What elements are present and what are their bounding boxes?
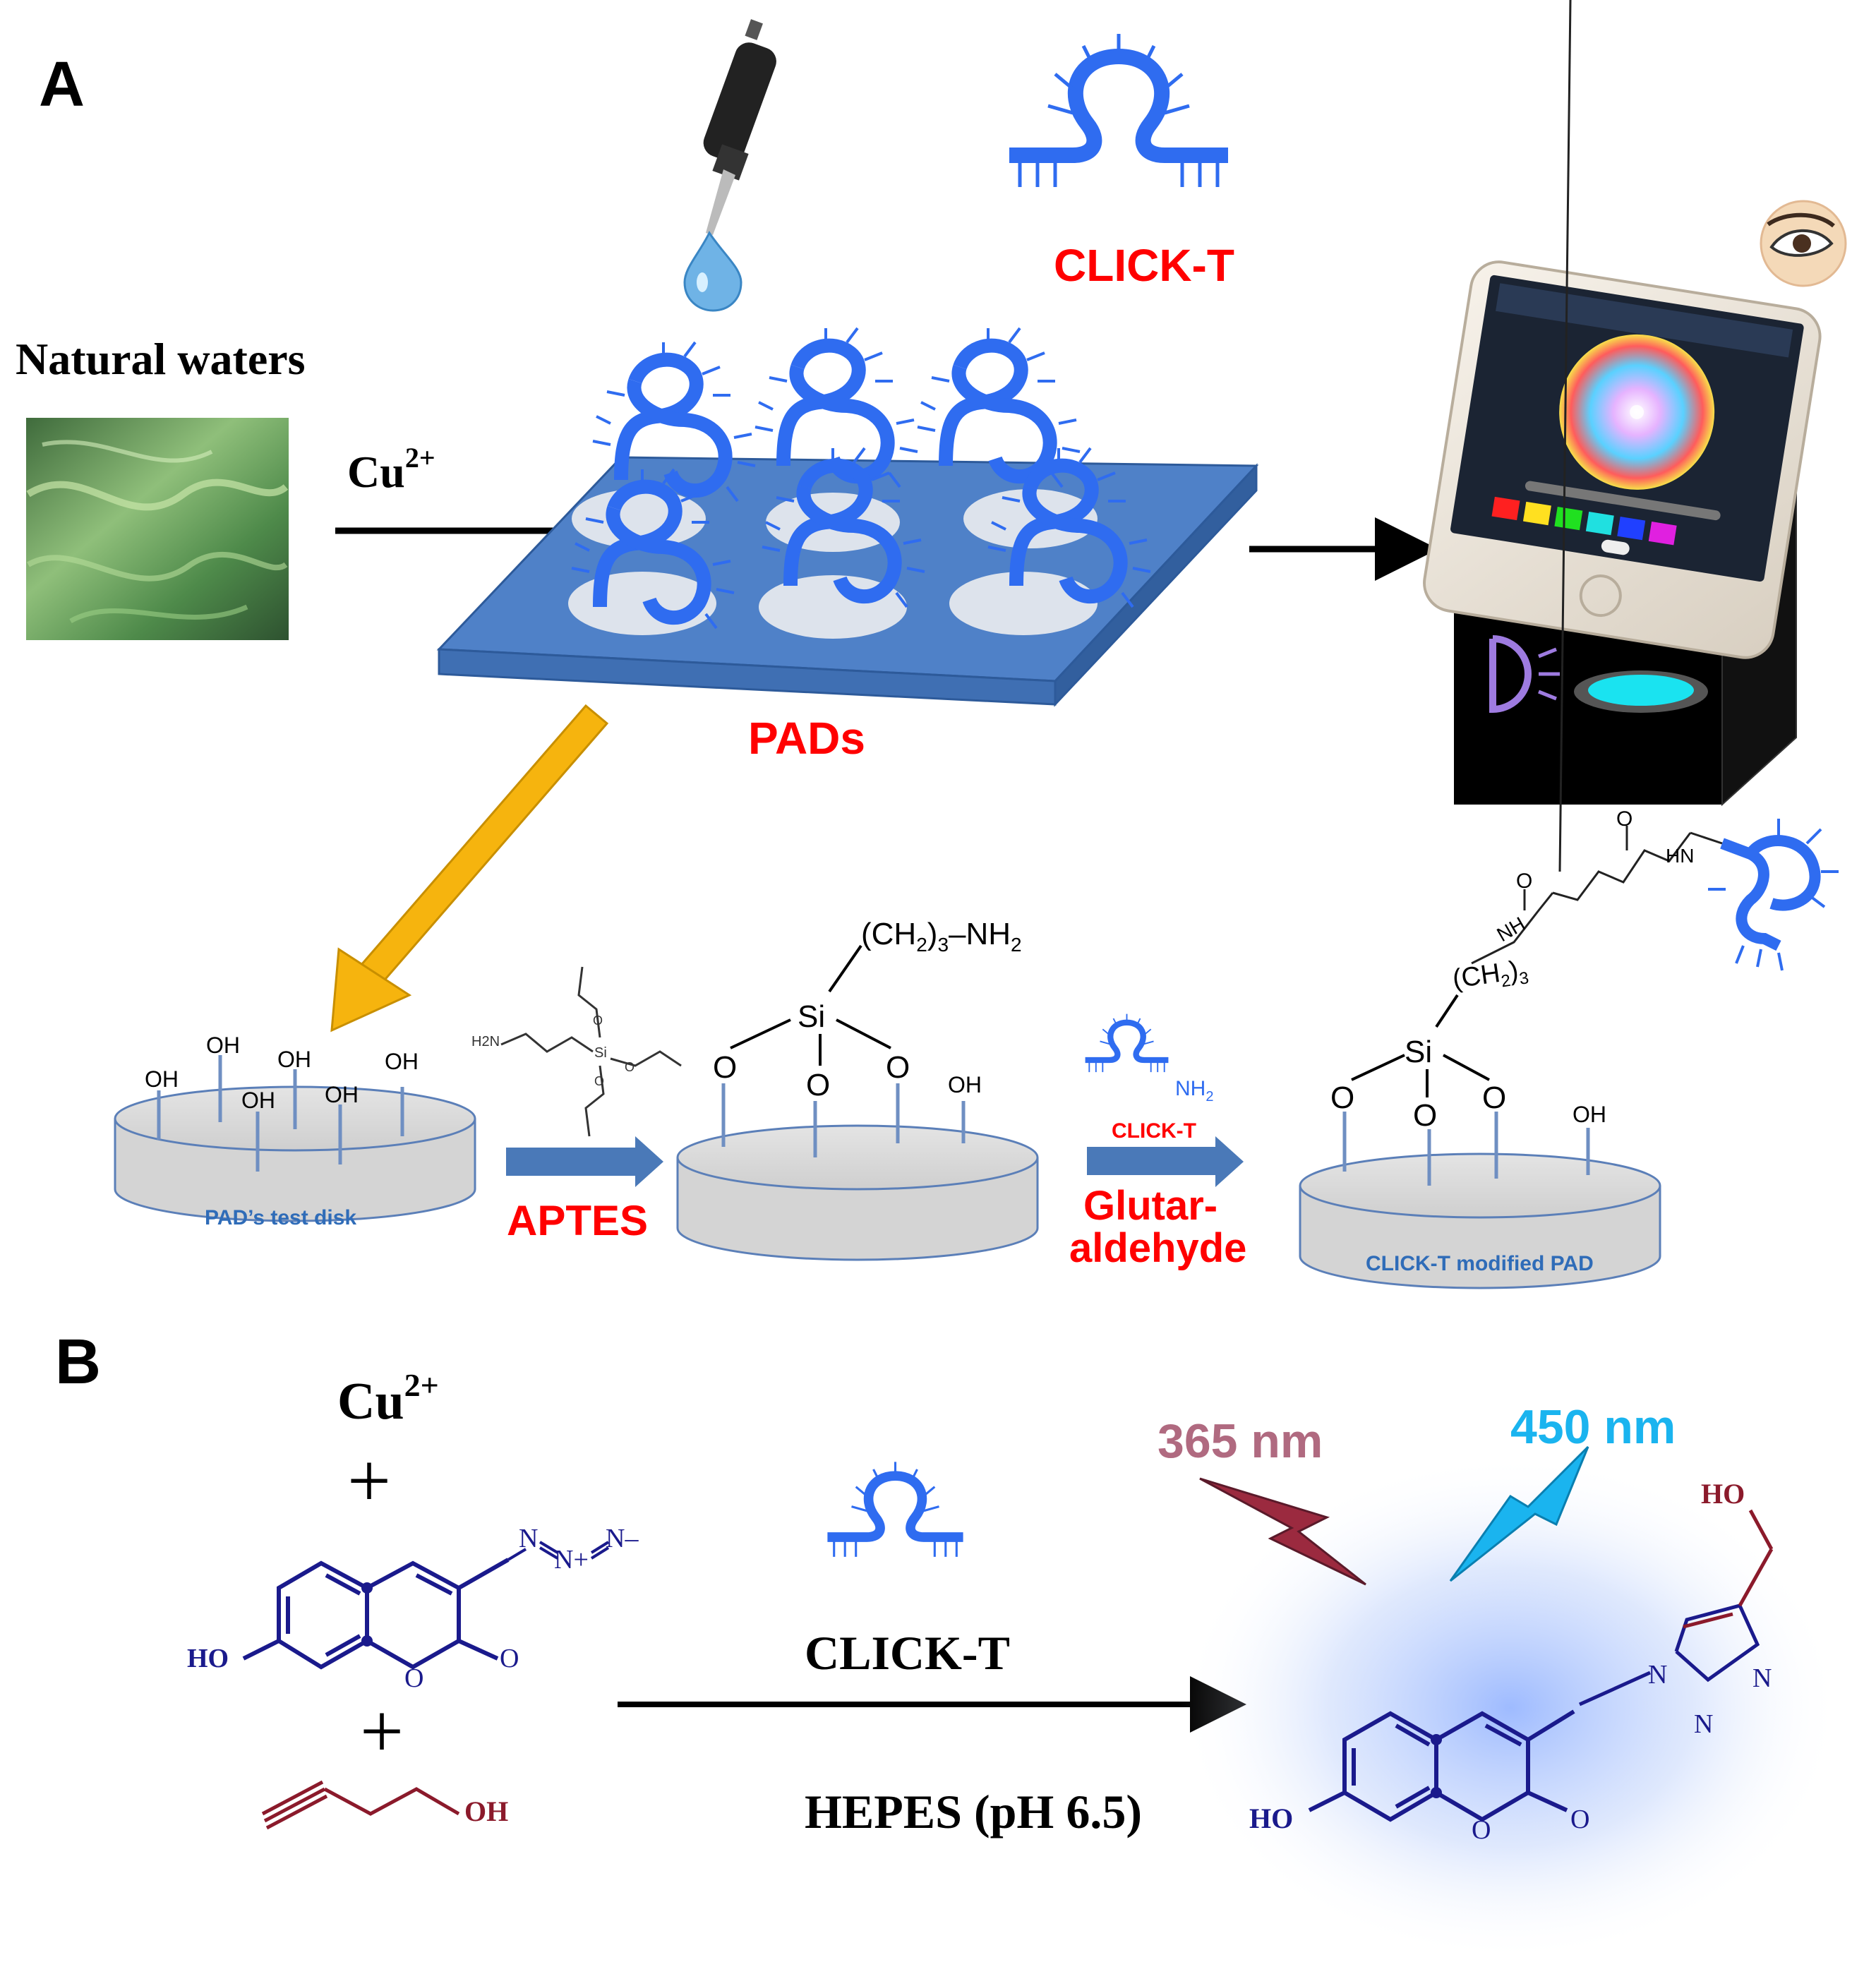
- svg-text:O: O: [1570, 1805, 1589, 1834]
- cu-ion-label: Cu2+: [347, 442, 435, 497]
- svg-text:O: O: [1616, 807, 1633, 831]
- svg-text:O: O: [886, 1050, 910, 1085]
- svg-text:O: O: [1472, 1815, 1491, 1845]
- cu-ion-b-label: Cu2+: [337, 1367, 439, 1431]
- svg-text:O: O: [594, 1074, 604, 1088]
- svg-text:O: O: [1482, 1081, 1506, 1115]
- lamp-icon: [1489, 635, 1560, 714]
- click-t-b-label: CLICK-T: [805, 1626, 1010, 1680]
- panel-b-label: B: [55, 1327, 101, 1397]
- glutaraldehyde-label: Glutar-: [1083, 1183, 1217, 1229]
- click-t-top-label: CLICK-T: [1054, 240, 1234, 291]
- pads-label: PADs: [748, 713, 865, 764]
- svg-text:Si: Si: [798, 999, 825, 1034]
- azidocoumarin-molecule: [242, 1548, 527, 1670]
- svg-text:O: O: [1413, 1098, 1437, 1133]
- eye-icon: [1760, 200, 1847, 287]
- excitation-label: 365 nm: [1158, 1414, 1323, 1468]
- click-t-b-omega-icon: [827, 1462, 963, 1557]
- svg-text:OH: OH: [385, 1049, 419, 1074]
- svg-text:O: O: [500, 1644, 519, 1673]
- svg-text:H2N: H2N: [471, 1034, 500, 1049]
- disk-aptes-modified: O Si O O OH (CH2)3–NH2: [676, 917, 1039, 1261]
- glutaraldehyde-arrow: [1087, 1136, 1244, 1187]
- svg-text:O: O: [404, 1663, 423, 1693]
- svg-text:O: O: [806, 1068, 830, 1102]
- svg-text:Si: Si: [1405, 1035, 1432, 1069]
- svg-text:OH: OH: [241, 1088, 275, 1113]
- panel-a-label: A: [39, 49, 85, 120]
- svg-text:N: N: [519, 1524, 538, 1553]
- svg-text:N: N: [1694, 1709, 1713, 1739]
- svg-text:O: O: [593, 1013, 603, 1028]
- linked-omega-icon: [1708, 819, 1839, 971]
- small-omega-icon: [1086, 1014, 1169, 1072]
- svg-text:(CH2)3–NH2: (CH2)3–NH2: [861, 917, 1022, 956]
- water-photo: [26, 418, 289, 640]
- disk-pad-test: OH OH OH OH OH OH PAD’s test disk: [114, 1033, 476, 1229]
- glutaraldehyde-label-2: aldehyde: [1069, 1225, 1246, 1271]
- svg-text:N+: N+: [554, 1545, 589, 1575]
- excitation-bolt-icon: [1199, 1477, 1366, 1586]
- svg-text:HO: HO: [1701, 1478, 1745, 1510]
- emission-label: 450 nm: [1510, 1400, 1676, 1454]
- svg-text:HO: HO: [187, 1644, 229, 1673]
- click-t-small-label: CLICK-T: [1112, 1119, 1196, 1143]
- gold-arrow: [330, 704, 609, 1033]
- pipette-icon: [703, 19, 776, 235]
- svg-text:OH: OH: [1573, 1102, 1606, 1127]
- svg-text:OH: OH: [277, 1047, 311, 1072]
- svg-text:NH2: NH2: [1175, 1077, 1213, 1105]
- svg-text:OH: OH: [325, 1082, 359, 1107]
- svg-text:HO: HO: [1249, 1802, 1293, 1834]
- svg-text:Si: Si: [594, 1045, 607, 1061]
- droplet-icon: [683, 231, 742, 312]
- svg-text:NH: NH: [1493, 913, 1529, 946]
- svg-text:HN: HN: [1666, 845, 1694, 867]
- plus-sign-2: +: [360, 1688, 404, 1774]
- svg-text:O: O: [1516, 869, 1532, 893]
- butynol-molecule: [261, 1780, 460, 1830]
- click-t-omega-icon: [1009, 34, 1228, 187]
- svg-text:N: N: [1752, 1663, 1772, 1693]
- svg-text:N: N: [1648, 1660, 1667, 1690]
- svg-text:O: O: [713, 1050, 737, 1085]
- svg-text:N–: N–: [606, 1524, 639, 1553]
- fluorescence-glow: [1179, 1454, 1842, 1962]
- svg-text:OH: OH: [206, 1033, 240, 1058]
- svg-text:(CH2)3: (CH2)3: [1450, 954, 1529, 997]
- aptes-label: APTES: [507, 1197, 648, 1244]
- svg-text:O: O: [1330, 1081, 1354, 1115]
- disk3-label: CLICK-T modified PAD: [1366, 1252, 1594, 1275]
- aptes-molecule: [500, 966, 682, 1137]
- natural-waters-label: Natural waters: [16, 334, 306, 384]
- emission-bolt-icon: [1449, 1445, 1589, 1582]
- plus-sign-1: +: [347, 1438, 391, 1524]
- svg-text:OH: OH: [948, 1072, 982, 1097]
- disk-click-t-modified: O Si O O OH (CH2)3 CLICK-T modified PAD …: [1299, 0, 1723, 1289]
- smartphone-icon: [1423, 260, 1822, 659]
- svg-text:OH: OH: [464, 1795, 508, 1827]
- hepes-label: HEPES (pH 6.5): [805, 1785, 1142, 1838]
- svg-text:OH: OH: [145, 1066, 179, 1092]
- disk1-label: PAD’s test disk: [205, 1206, 356, 1229]
- aptes-arrow: [506, 1136, 663, 1187]
- svg-text:O: O: [625, 1060, 635, 1074]
